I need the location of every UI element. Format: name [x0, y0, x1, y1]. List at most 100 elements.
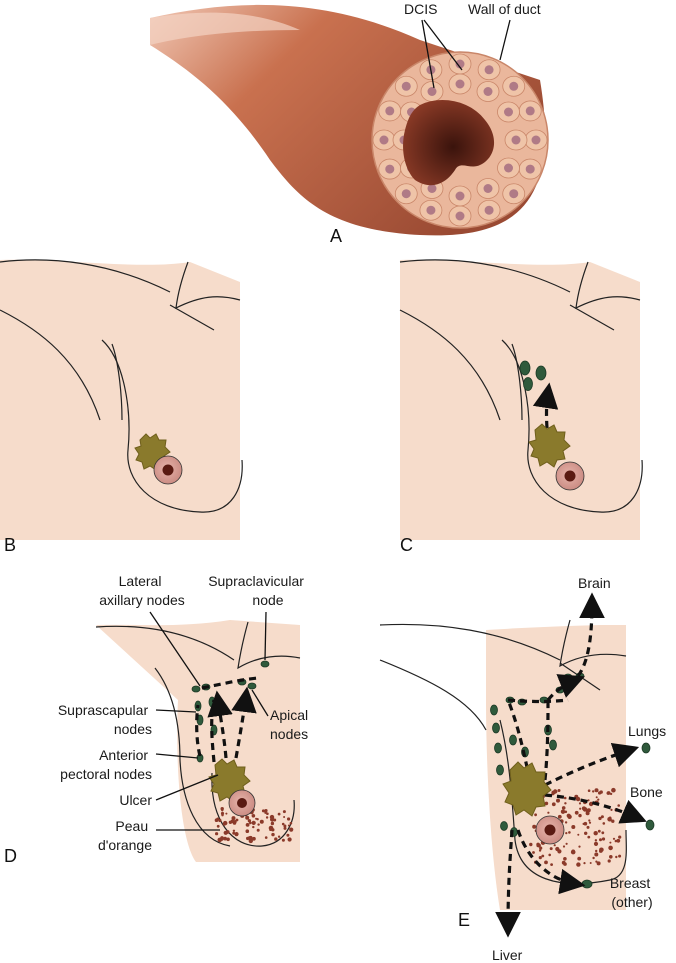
- peau-dot: [551, 802, 556, 807]
- path-e-axilla-3: [543, 699, 550, 781]
- breast-skin-c: [400, 259, 640, 540]
- peau-dot: [585, 811, 590, 816]
- peau-dot: [584, 831, 588, 835]
- peau-dot: [562, 845, 566, 848]
- node-e-2: [492, 722, 500, 734]
- spread-path-d-4: [201, 676, 259, 690]
- nipple-c: [564, 470, 576, 482]
- peau-dot: [617, 804, 620, 807]
- peau-dot: [587, 835, 591, 839]
- peau-dot: [553, 844, 556, 847]
- path-e-bone: [544, 793, 647, 824]
- peau-dot: [547, 811, 550, 814]
- cell-nucleus: [455, 191, 465, 201]
- cell-nucleus: [401, 81, 411, 91]
- peau-dot: [564, 802, 567, 805]
- peau-dot: [561, 806, 566, 810]
- peau-dot: [221, 814, 224, 817]
- peau-dot: [587, 789, 591, 792]
- peau-dot: [571, 825, 576, 829]
- peau-dot: [586, 825, 590, 829]
- peau-dot: [214, 818, 219, 822]
- path-e-breast: [516, 829, 586, 895]
- peau-dot: [544, 860, 548, 865]
- cell-nucleus: [503, 107, 513, 117]
- node-e-3: [494, 742, 502, 754]
- peau-dot: [581, 806, 586, 811]
- peau-dot: [583, 821, 588, 826]
- cell-nucleus: [385, 164, 395, 174]
- leader-lateral-axillary: [149, 611, 201, 687]
- peau-dot: [270, 817, 275, 822]
- peau-dot: [565, 832, 568, 835]
- leader-anterior-pectoral: [155, 753, 199, 759]
- peau-dot: [252, 825, 255, 829]
- label-liver: Liver: [492, 947, 523, 963]
- cell-nucleus: [455, 79, 465, 89]
- peau-dot: [220, 838, 224, 841]
- tumor-e: [502, 761, 552, 817]
- label-bone: Bone: [630, 784, 663, 800]
- peau-dot: [541, 842, 544, 845]
- peau-dot: [231, 816, 236, 821]
- peau-dot: [232, 829, 236, 832]
- cell-nucleus: [484, 65, 494, 75]
- peau-dot: [538, 856, 542, 860]
- label-wall-of-duct: Wall of duct: [468, 1, 541, 17]
- peau-dot: [226, 837, 230, 842]
- nipple-d: [237, 798, 247, 808]
- peau-dot: [565, 842, 568, 845]
- peau-dot: [274, 837, 278, 841]
- cell-nucleus: [427, 87, 437, 97]
- peau-dot: [538, 849, 542, 852]
- axillary-node-c-2: [535, 365, 547, 381]
- peau-dot: [596, 861, 601, 866]
- peau-dot: [611, 787, 616, 793]
- peau-dot: [564, 821, 568, 824]
- path-e-brain-a: [546, 674, 585, 702]
- peau-dot: [597, 829, 601, 833]
- peau-dot: [217, 837, 223, 843]
- leader-apical: [251, 689, 269, 717]
- peau-dot: [557, 789, 561, 792]
- peau-dot: [234, 832, 239, 837]
- label-ulcer: Ulcer: [119, 792, 152, 808]
- supraclavicular-node-d: [260, 660, 270, 668]
- peau-dot: [612, 837, 616, 840]
- node-e-15: [500, 821, 508, 831]
- peau-dot: [602, 822, 606, 825]
- leader-dcis-1: [421, 19, 435, 89]
- peau-dot: [593, 831, 598, 836]
- peau-dot: [589, 862, 592, 864]
- peau-dot: [594, 852, 599, 857]
- peau-dot: [289, 821, 293, 825]
- peau-dot: [564, 810, 568, 814]
- cell-nucleus: [531, 135, 541, 145]
- peau-dot: [251, 820, 256, 826]
- peau-dot: [587, 799, 590, 802]
- cell-nucleus: [525, 164, 535, 174]
- peau-dot: [594, 788, 599, 793]
- peau-dot: [566, 813, 571, 818]
- peau-dot: [595, 796, 598, 799]
- peau-dot: [577, 833, 580, 836]
- axillary-node-c-1: [519, 360, 531, 376]
- peau-dot: [232, 820, 234, 823]
- node-e-8: [509, 734, 517, 746]
- peau-dot: [592, 790, 595, 793]
- peau-dot: [220, 811, 225, 816]
- path-e-axilla-2: [507, 698, 569, 704]
- apical-node-d-2: [247, 682, 257, 690]
- cell-nucleus: [455, 211, 465, 221]
- peau-dot: [255, 817, 258, 820]
- peau-dot: [608, 860, 611, 863]
- peau-dot: [610, 808, 613, 812]
- peau-dot: [592, 856, 595, 860]
- peau-dot: [601, 831, 605, 835]
- label-dcis: DCIS: [404, 1, 437, 17]
- peau-dot: [529, 842, 533, 847]
- peau-dot: [578, 845, 581, 848]
- panel-a: DCIS Wall of duct A: [150, 1, 549, 246]
- peau-dot: [232, 831, 236, 835]
